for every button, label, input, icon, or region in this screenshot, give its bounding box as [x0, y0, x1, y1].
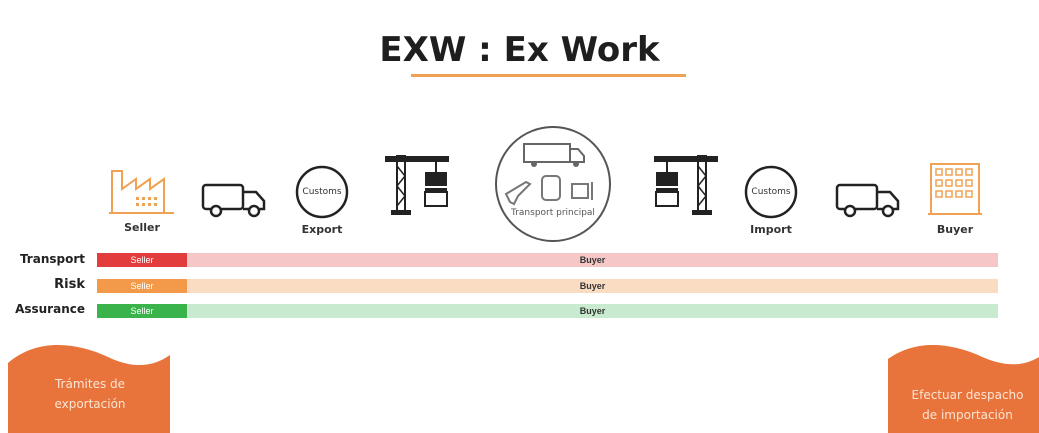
risk-buyer-bar: Buyer: [187, 279, 998, 293]
assurance-seller-bar: Seller: [97, 304, 187, 318]
building-icon: [928, 163, 982, 215]
crane-icon: [654, 155, 718, 215]
customs-export-label: Customs: [302, 187, 342, 197]
customs-import-label: Customs: [751, 187, 791, 197]
transport-seller-bar: Seller: [97, 253, 187, 267]
truck-icon: [835, 183, 900, 218]
banner-right-line1: Efectuar despacho: [911, 388, 1024, 402]
customs-export-icon: [295, 165, 349, 219]
truck-icon: [201, 183, 266, 218]
row-label-risk: Risk: [54, 277, 85, 292]
factory-icon: [109, 170, 174, 214]
banner-left-line1: Trámites de: [54, 377, 126, 391]
customs-import-icon: [744, 165, 798, 219]
assurance-buyer-bar: Buyer: [187, 304, 998, 318]
buyer-label: Buyer: [936, 223, 974, 236]
banner-right-line2: de importación: [922, 408, 1013, 422]
import-clearance-banner: [888, 345, 1039, 433]
transport-principal-label: Transport principal: [511, 208, 595, 218]
page-title: EXW : Ex Work: [379, 30, 660, 70]
export-procedures-banner: [8, 345, 170, 433]
risk-seller-bar: Seller: [97, 279, 187, 293]
title-underline: [411, 74, 686, 77]
seller-label: Seller: [124, 221, 160, 234]
banner-left-line2: exportación: [54, 397, 126, 411]
transport-buyer-bar: Buyer: [187, 253, 998, 267]
row-label-assurance: Assurance: [15, 302, 85, 316]
export-label: Export: [301, 223, 343, 236]
crane-icon: [385, 155, 449, 215]
transport-principal-icon: [495, 126, 611, 242]
import-label: Import: [750, 223, 792, 236]
row-label-transport: Transport: [19, 252, 85, 266]
